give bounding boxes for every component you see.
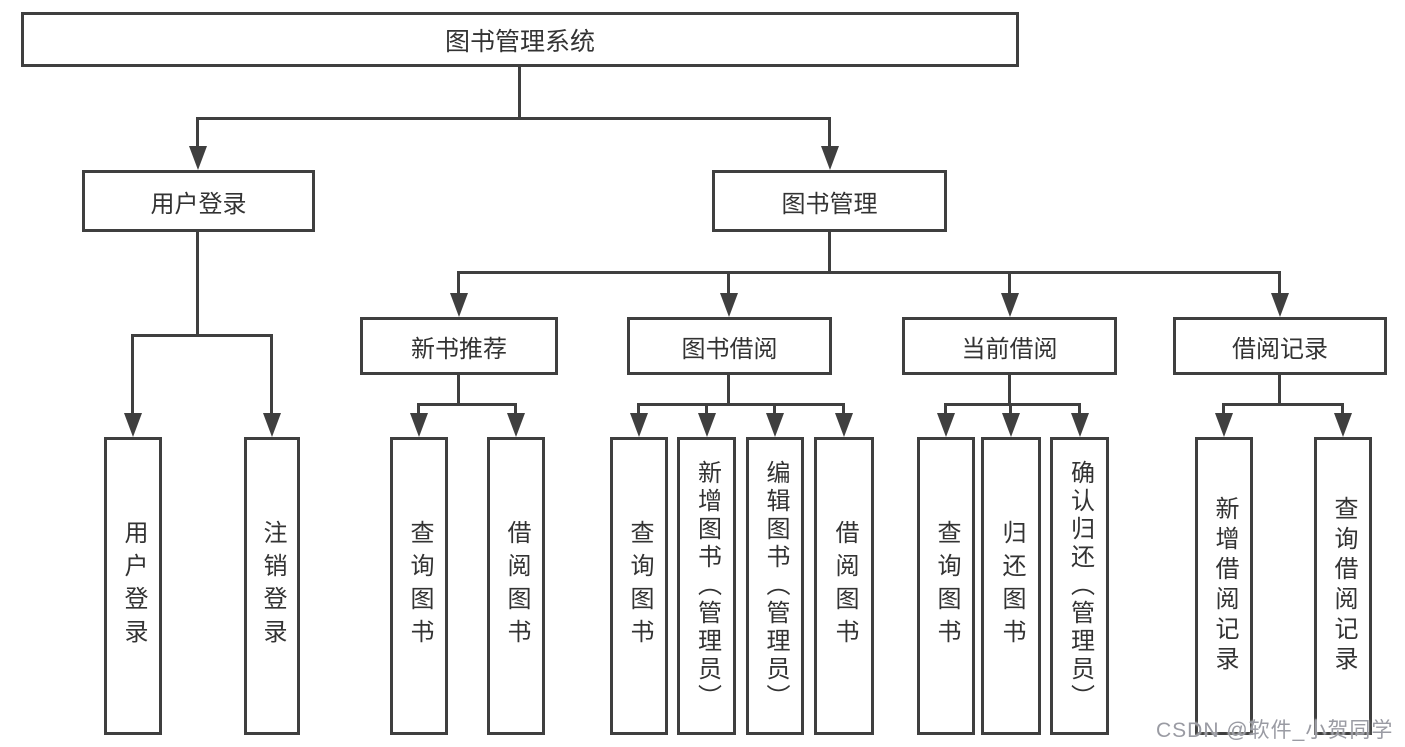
connector-line (1008, 375, 1011, 405)
watermark: CSDN @软件_小贺同学 (1156, 719, 1394, 742)
leaf-label: 查询图书 (626, 520, 653, 652)
connector-line (514, 405, 517, 415)
arrow-down-icon (450, 293, 468, 317)
connector-line (1009, 405, 1012, 415)
connector-line (457, 273, 460, 295)
arrow-down-icon (821, 146, 839, 170)
arrow-down-icon (630, 413, 648, 437)
leaf-confirm-return-admin: 确认归还（管理员） (1050, 437, 1109, 735)
connector-line (944, 405, 947, 415)
connector-line (196, 119, 199, 148)
connector-line (1008, 273, 1011, 295)
connector-line (417, 405, 420, 415)
leaf-label: 新增借阅记录 (1211, 496, 1238, 676)
connector-line (196, 232, 199, 336)
connector-line (637, 405, 640, 415)
arrow-down-icon (189, 146, 207, 170)
connector-line (270, 336, 273, 414)
leaf-user-login: 用户登录 (104, 437, 162, 735)
node-borrow-records: 借阅记录 (1173, 317, 1387, 375)
arrow-down-icon (766, 413, 784, 437)
leaf-label: 查询图书 (406, 520, 433, 652)
leaf-query-books-3: 查询图书 (917, 437, 975, 735)
arrow-down-icon (1071, 413, 1089, 437)
arrow-down-icon (1215, 413, 1233, 437)
connector-line (457, 271, 1281, 274)
leaf-label: 查询图书 (933, 520, 960, 652)
connector-line (417, 403, 517, 406)
connector-line (637, 403, 845, 406)
leaf-label: 编辑图书（管理员） (762, 460, 789, 712)
connector-line (196, 117, 831, 120)
node-book-management: 图书管理 (712, 170, 947, 232)
leaf-label: 注销登录 (259, 520, 286, 652)
connector-line (131, 336, 134, 414)
leaf-add-book-admin: 新增图书（管理员） (677, 437, 736, 735)
leaf-return-book: 归还图书 (981, 437, 1041, 735)
connector-line (828, 232, 831, 273)
arrow-down-icon (937, 413, 955, 437)
leaf-query-books-1: 查询图书 (390, 437, 448, 735)
connector-line (1278, 375, 1281, 405)
leaf-label: 借阅图书 (503, 520, 530, 652)
connector-line (727, 273, 730, 295)
leaf-label: 确认归还（管理员） (1066, 460, 1094, 712)
leaf-query-borrow-record: 查询借阅记录 (1314, 437, 1372, 735)
connector-line (773, 405, 776, 415)
connector-line (705, 405, 708, 415)
leaf-add-borrow-record: 新增借阅记录 (1195, 437, 1253, 735)
arrow-down-icon (1002, 413, 1020, 437)
leaf-query-books-2: 查询图书 (610, 437, 668, 735)
connector-line (457, 375, 460, 405)
connector-line (131, 334, 273, 337)
node-current-borrow: 当前借阅 (902, 317, 1117, 375)
arrow-down-icon (720, 293, 738, 317)
leaf-label: 借阅图书 (831, 520, 858, 652)
arrow-down-icon (410, 413, 428, 437)
node-user-login: 用户登录 (82, 170, 315, 232)
arrow-down-icon (1334, 413, 1352, 437)
leaf-edit-book-admin: 编辑图书（管理员） (746, 437, 804, 735)
node-new-book-recommend: 新书推荐 (360, 317, 558, 375)
leaf-label: 新增图书（管理员） (693, 460, 721, 712)
arrow-down-icon (835, 413, 853, 437)
arrow-down-icon (1001, 293, 1019, 317)
connector-line (1222, 405, 1225, 415)
arrow-down-icon (263, 413, 281, 437)
node-book-borrow: 图书借阅 (627, 317, 832, 375)
leaf-logout: 注销登录 (244, 437, 300, 735)
connector-line (944, 403, 1081, 406)
connector-line (1341, 405, 1344, 415)
leaf-label: 用户登录 (120, 520, 147, 652)
connector-line (828, 119, 831, 148)
leaf-borrow-books-2: 借阅图书 (814, 437, 874, 735)
node-root: 图书管理系统 (21, 12, 1019, 67)
leaf-borrow-books-1: 借阅图书 (487, 437, 545, 735)
arrow-down-icon (507, 413, 525, 437)
arrow-down-icon (698, 413, 716, 437)
arrow-down-icon (1271, 293, 1289, 317)
arrow-down-icon (124, 413, 142, 437)
connector-line (518, 67, 521, 118)
connector-line (842, 405, 845, 415)
connector-line (1222, 403, 1344, 406)
connector-line (727, 375, 730, 405)
leaf-label: 查询借阅记录 (1330, 496, 1357, 676)
connector-line (1078, 405, 1081, 415)
leaf-label: 归还图书 (998, 520, 1025, 652)
connector-line (1278, 273, 1281, 295)
